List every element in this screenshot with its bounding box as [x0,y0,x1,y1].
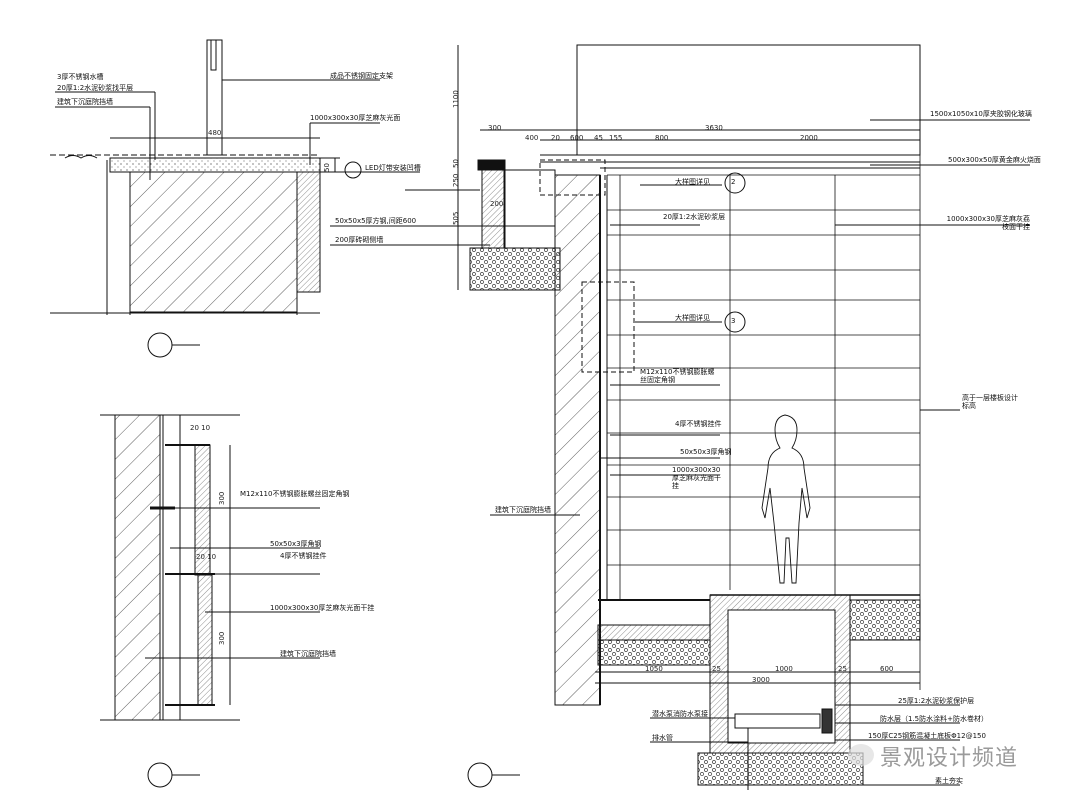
label-waterproof: 防水层（1.5防水涂料+防水卷材） [880,715,988,723]
wechat-icon [848,744,874,766]
label-hanger: 4厚不锈钢挂件 [280,552,327,560]
label-led: LED灯带安装凹槽 [365,164,421,172]
dim-top: 300 [218,491,226,505]
label-wall: 建筑下沉庭院挡墙 [57,98,113,106]
dim-total: 3630 [705,124,723,132]
dim-50: 50 [452,159,460,168]
label-bolt: M12x110不锈钢膨胀螺丝固定角钢 [240,490,350,498]
dim-1050: 1050 [645,665,663,673]
label-soil: 素土夯实 [935,777,963,785]
dim-25b: 25 [838,665,847,673]
human-figure [761,414,811,584]
dim-600: 600 [880,665,894,673]
dim-width: 480 [208,129,222,137]
dim-25a: 25 [712,665,721,673]
detail-coping [50,39,420,358]
main-section [330,44,1030,790]
dim-1100: 1100 [452,90,460,108]
dim-45: 45 [594,134,603,142]
label-brick: 200厚砖砌侧墙 [335,236,384,244]
label-wall2: 建筑下沉庭院挡墙 [280,650,336,658]
dim-250: 250 [452,173,460,187]
label-detail-ref-2: 大样图详见 [675,178,710,186]
watermark: 景观设计频道 [880,746,1019,771]
label-stone-main: 1000x300x30厚芝麻灰光面干挂 [672,466,721,490]
dim-height: 50 [323,163,331,172]
label-coping: 500x300x50厚黄金麻火烧面 [948,156,1041,164]
label-stone2: 1000x300x30厚芝麻灰光面干挂 [270,604,375,612]
dim-gap1: 20 10 [190,424,211,432]
dim-2000: 2000 [800,134,818,142]
label-pump: 潜水泵消防水泵接 [652,710,708,718]
label-protect: 25厚1:2水泥砂浆保护层 [898,697,975,705]
label-angle: 50x50x3厚角钢 [270,540,322,548]
dim-bottom: 300 [218,631,226,645]
label-detail-ref-3: 大样图详见 [675,314,710,322]
label-wall-main: 建筑下沉庭院挡墙 [495,506,551,514]
label-mortar-layer: 20厚1:2水泥砂浆层 [663,213,726,221]
dim-800: 800 [655,134,669,142]
label-bolt-main: M12x110不锈钢膨胀螺丝固定角钢 [640,368,715,384]
detail-ref-2[interactable]: 2 [731,178,736,186]
dim-gap2: 20 10 [196,553,217,561]
label-cladding: 1000x300x30厚芝麻灰荔枝面干挂 [946,215,1030,231]
dim-400: 400 [525,134,539,142]
label-mortar: 20厚1:2水泥砂浆找平层 [57,84,134,92]
dim-3000: 3000 [752,676,770,684]
dim-155: 155 [609,134,623,142]
detail-ref-3[interactable]: 3 [731,317,736,325]
dim-200: 200 [490,200,504,208]
dim-600: 600 [570,134,584,142]
label-slab: 150厚C25钢筋混凝土底板Φ12@150 [868,732,986,740]
label-steel: 50x50x5厚方钢,间距600 [335,217,417,225]
label-level: 高于一层楼板设计标高 [962,394,1018,410]
dim-1000: 1000 [775,665,793,673]
label-stone: 1000x300x30厚芝麻灰光面 [310,114,401,122]
label-tank: 3厚不锈钢水槽 [57,73,104,81]
dim-20: 20 [551,134,560,142]
dim-300: 300 [488,124,502,132]
label-angle-main: 50x50x3厚角钢 [680,448,732,456]
dim-505: 505 [452,211,460,225]
label-drain: 排水管 [652,734,673,742]
detail-cladding-anchor [100,414,320,788]
label-glass: 1500x1050x10厚夹胶钢化玻璃 [930,110,1032,118]
label-bracket: 成品不锈钢固定支架 [330,72,393,80]
label-hanger-main: 4厚不锈钢挂件 [675,420,722,428]
